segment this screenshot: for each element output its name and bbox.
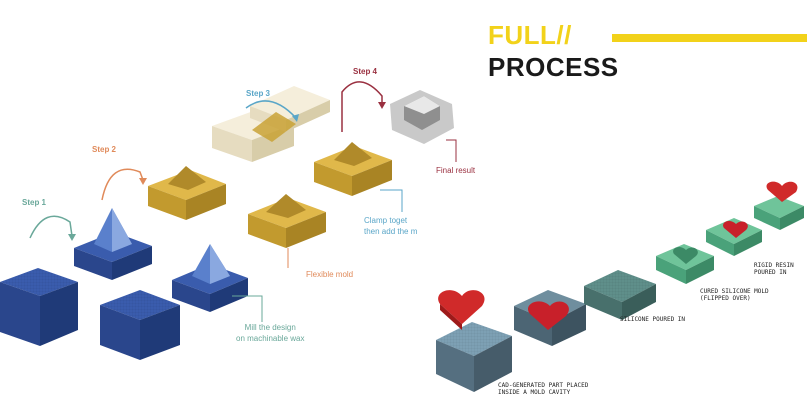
wax-block-small: [100, 290, 180, 360]
leader-mill: [232, 295, 263, 322]
cad-part-in-cavity: [436, 290, 512, 392]
milled-wax: [172, 244, 248, 312]
caption-cad-line1: CAD-GENERATED PART PLACED: [498, 382, 589, 389]
caption-resin-line2: POURED IN: [754, 269, 787, 276]
caption-cured: CURED SILICONE MOLD (FLIPPED OVER): [700, 288, 769, 302]
wax-block-large: [0, 268, 78, 346]
resin-heart-final: [754, 181, 804, 230]
label-step2: Step 2: [92, 145, 117, 154]
caption-mill-line1: Mill the design: [244, 323, 296, 332]
caption-cured-line2: (FLIPPED OVER): [700, 295, 751, 302]
cured-silicone-mold-2: [706, 218, 762, 256]
label-step4: Step 4: [353, 67, 378, 76]
caption-final: Final result: [436, 166, 476, 175]
title-accent-bar: [612, 34, 807, 42]
final-result-shape: [390, 90, 454, 144]
label-step3: Step 3: [246, 89, 271, 98]
arrow-step4: [341, 81, 383, 132]
caption-clamp-line1: Clamp toget: [364, 216, 408, 225]
arrow-step2: [101, 168, 144, 201]
title-line1: FULL//: [488, 20, 572, 50]
milled-wax-step1: [74, 208, 152, 280]
caption-cad: CAD-GENERATED PART PLACED INSIDE A MOLD …: [498, 382, 588, 396]
clamp-assembly-step3: [212, 86, 330, 162]
arrow-step1: [29, 215, 73, 239]
caption-clamp-line2: then add the m: [364, 227, 418, 236]
label-step1: Step 1: [22, 198, 47, 207]
gold-mold-step2: [148, 166, 226, 220]
caption-mill: Mill the design on machinable wax: [236, 322, 304, 344]
gold-mold-clamp: [314, 142, 392, 196]
silicone-poured-1: [514, 290, 586, 346]
caption-cured-line1: CURED SILICONE MOLD: [700, 288, 769, 295]
caption-flexible: Flexible mold: [306, 270, 354, 279]
arrow-step3: [245, 100, 297, 119]
caption-resin: RIGID RESIN POURED IN: [754, 262, 794, 276]
leader-final: [446, 139, 457, 162]
leader-clamp: [380, 189, 403, 212]
cured-silicone-mold-1: [656, 244, 714, 284]
caption-resin-line1: RIGID RESIN: [754, 262, 794, 269]
caption-silicone: SILICONE POURED IN: [620, 316, 686, 323]
silicone-poured-2: [584, 270, 656, 320]
caption-clamp: Clamp toget then add the m: [364, 215, 417, 237]
title-line2: PROCESS: [488, 52, 619, 82]
caption-mill-line2: on machinable wax: [236, 334, 305, 343]
gold-mold-flexible: [248, 194, 326, 248]
caption-cad-line2: INSIDE A MOLD CAVITY: [498, 389, 571, 396]
